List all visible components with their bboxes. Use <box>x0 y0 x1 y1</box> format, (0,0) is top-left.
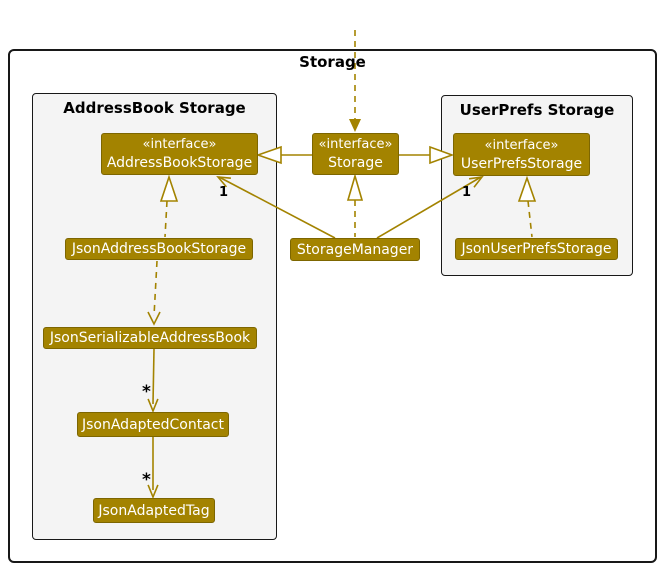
userprefsstorage-stereotype: «interface» <box>484 137 559 153</box>
class-userprefsstorage-interface: «interface» UserPrefsStorage <box>453 133 590 176</box>
class-storage-interface: «interface» Storage <box>312 133 399 175</box>
class-jsonuserprefsstorage: JsonUserPrefsStorage <box>455 238 618 260</box>
addressbookstorage-name: AddressBookStorage <box>106 155 253 171</box>
class-addressbookstorage-interface: «interface» AddressBookStorage <box>101 133 258 175</box>
package-userprefs-title: UserPrefs Storage <box>459 101 615 119</box>
frame-title: Storage <box>299 53 366 71</box>
class-jsonserializableaddressbook: JsonSerializableAddressBook <box>43 327 257 349</box>
multiplicity-star-jsonadaptedcontact: * <box>142 382 151 402</box>
addressbookstorage-stereotype: «interface» <box>142 137 217 152</box>
storage-stereotype: «interface» <box>318 137 393 152</box>
class-storagemanager: StorageManager <box>290 238 420 261</box>
storage-frame <box>8 49 657 563</box>
multiplicity-one-addressbookstorage: 1 <box>219 185 229 200</box>
multiplicity-star-jsonadaptedtag: * <box>142 470 151 490</box>
class-jsonaddressbookstorage: JsonAddressBookStorage <box>65 238 253 260</box>
class-jsonadaptedtag: JsonAdaptedTag <box>93 498 215 523</box>
storage-name: Storage <box>328 155 383 171</box>
userprefsstorage-name: UserPrefsStorage <box>460 155 583 172</box>
package-addressbook-title: AddressBook Storage <box>63 99 246 117</box>
multiplicity-one-userprefsstorage: 1 <box>462 185 472 200</box>
class-jsonadaptedcontact: JsonAdaptedContact <box>77 412 229 437</box>
